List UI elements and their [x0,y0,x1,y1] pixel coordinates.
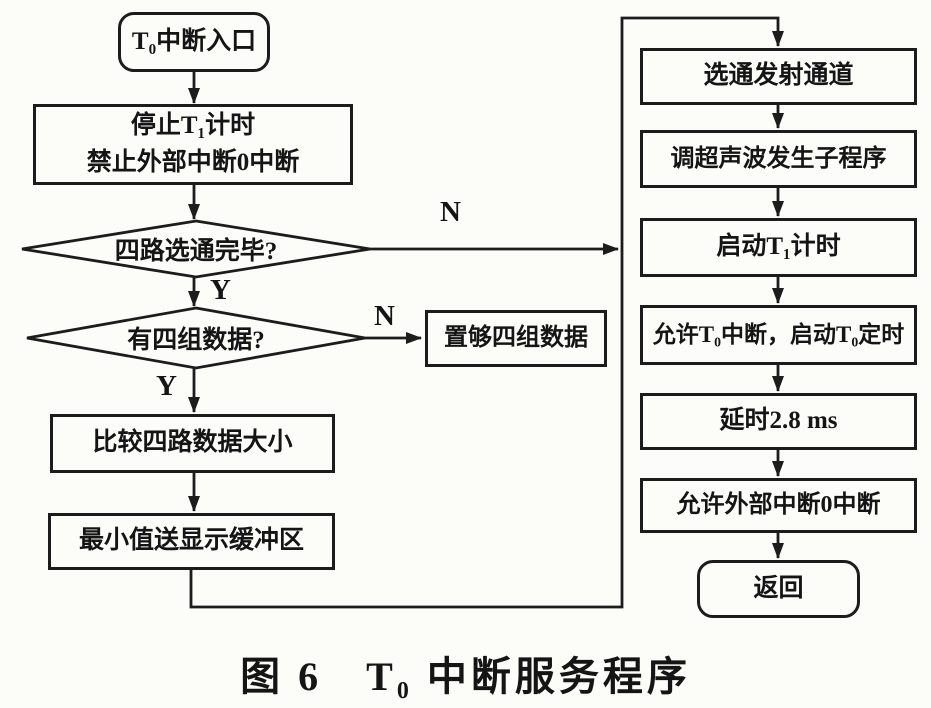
node-set-four-groups-process: 置够四组数据 [425,310,607,367]
node-allow-t0-process: 允许T₀中断，启动T₀定时 [640,305,917,365]
compare-label: 比较四路数据大小 [92,429,293,457]
set-four-groups-label: 置够四组数据 [444,325,588,352]
node-stop-t1-label: 停止T₁计时 禁止外部中断0中断 [86,112,300,176]
node-start-terminator: T₀中断入口 [118,12,270,72]
node-gate-channel-process: 选通发射通道 [640,48,917,105]
node-allow-ext0-process: 允许外部中断0中断 [640,478,917,533]
allow-ext0-label: 允许外部中断0中断 [676,492,881,519]
call-ultrasonic-label: 调超声波发生子程序 [670,145,887,172]
branch-label-gating-no: N [440,196,461,228]
node-compare-process: 比较四路数据大小 [50,414,335,473]
branch-label-data-no: N [374,300,395,332]
min-to-buffer-label: 最小值送显示缓冲区 [78,527,304,555]
node-stop-t1-process: 停止T₁计时 禁止外部中断0中断 [33,104,353,185]
start-t1-label: 启动T₁计时 [716,233,841,261]
gate-channel-label: 选通发射通道 [703,62,854,90]
node-call-ultrasonic-process: 调超声波发生子程序 [640,130,917,188]
node-start-label: T₀中断入口 [131,27,257,55]
figure-caption: 图 6 T₀ 中断服务程序 [240,654,691,699]
branch-label-data-yes: Y [156,370,177,402]
node-delay-process: 延时2.8 ms [640,393,917,450]
node-return-label: 返回 [753,574,804,602]
node-return-terminator: 返回 [697,560,860,618]
branch-label-gating-yes: Y [210,274,231,306]
delay-label: 延时2.8 ms [719,407,838,435]
allow-t0-label: 允许T₀中断，启动T₀定时 [652,322,905,348]
node-min-to-buffer-process: 最小值送显示缓冲区 [48,513,335,570]
node-start-t1-process: 启动T₁计时 [640,218,917,277]
